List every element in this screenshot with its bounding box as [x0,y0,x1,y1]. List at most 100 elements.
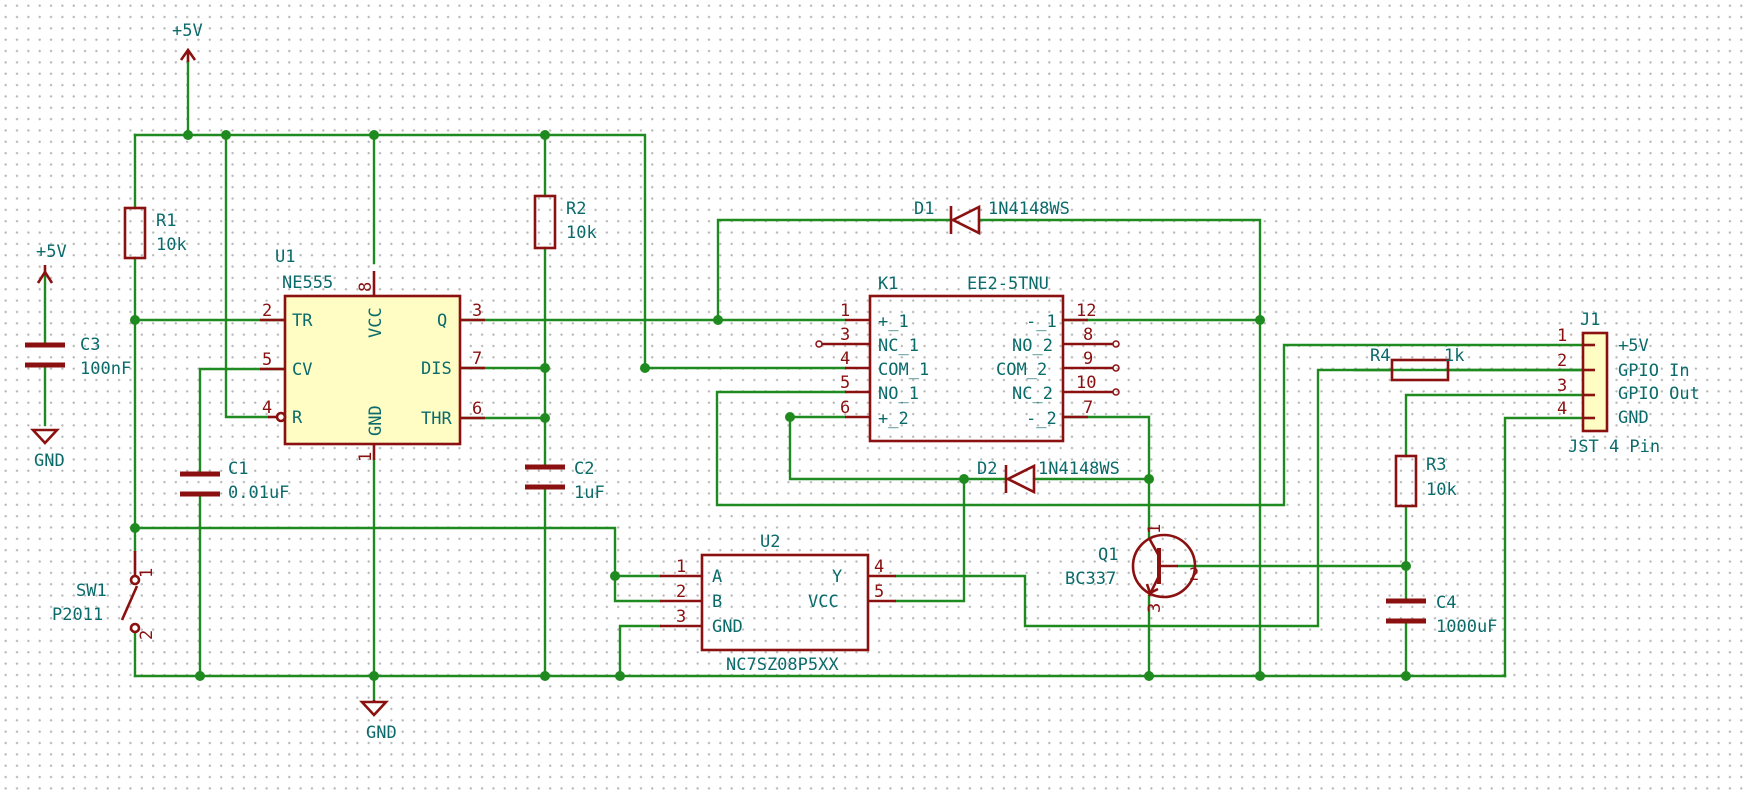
vcc-symbol-left: +5V [36,242,67,284]
ic-u2-and-gate[interactable]: U2 NC7SZ08P5XX A B GND Y VCC 1 2 3 4 5 [660,532,896,675]
svg-text:GND: GND [1618,408,1649,428]
wire-u2b [613,574,662,603]
svg-text:CV: CV [292,360,312,380]
wire-reset [224,133,270,419]
svg-text:5: 5 [262,350,272,370]
junction [540,130,550,140]
svg-text:8: 8 [356,282,376,292]
svg-text:-_2: -_2 [1026,409,1057,429]
svg-text:SW1: SW1 [76,581,107,601]
svg-text:U2: U2 [760,532,780,552]
wire-vcc-rail [133,133,847,370]
svg-text:C3: C3 [80,335,100,355]
connector-j1[interactable]: J1 JST 4 Pin 1 2 3 4 +5V GPIO In GPIO Ou… [1557,310,1700,457]
svg-text:1k: 1k [1444,346,1464,366]
svg-text:1000uF: 1000uF [1436,617,1497,637]
svg-text:3: 3 [1145,603,1165,613]
junction [1401,561,1411,571]
svg-text:3: 3 [840,325,850,345]
junction [1144,474,1154,484]
svg-text:+5V: +5V [172,21,203,41]
svg-text:10k: 10k [1426,480,1457,500]
junction [369,130,379,140]
svg-text:9: 9 [1083,349,1093,369]
svg-text:6: 6 [472,399,482,419]
svg-text:R3: R3 [1426,455,1446,475]
ic-u1-ne555[interactable]: U1 NE555 TR CV R Q DIS THR VCC GND 2 5 4… [260,247,485,462]
svg-text:BC337: BC337 [1065,569,1116,589]
svg-text:1: 1 [1557,326,1567,346]
svg-text:P2011: P2011 [52,605,103,625]
svg-text:NE555: NE555 [282,273,333,293]
resistor-r1[interactable]: R1 10k [123,206,187,260]
svg-text:C4: C4 [1436,593,1456,613]
svg-text:1N4148WS: 1N4148WS [1038,459,1120,479]
svg-text:Q: Q [437,311,447,331]
svg-text:GND: GND [712,617,743,637]
svg-text:NO_1: NO_1 [878,384,919,404]
diode-d1[interactable]: D1 1N4148WS [914,199,1070,236]
diode-d2[interactable]: D2 1N4148WS [977,459,1120,495]
svg-text:R1: R1 [156,211,176,231]
svg-text:2: 2 [1557,351,1567,371]
wire-d1-left [716,218,953,322]
svg-text:GND: GND [34,451,65,471]
svg-text:10: 10 [1076,373,1096,393]
relay-k1[interactable]: K1 EE2-5TNU +_1 NC_1 COM_1 NO_1 +_2 1 3 … [815,274,1120,443]
wire-plus2-d2 [788,415,1008,481]
wire-no1-to-j1 [715,343,1585,507]
junction [183,130,193,140]
wire-gpio-out [1404,393,1585,458]
svg-text:5: 5 [840,373,850,393]
capacitor-c1[interactable]: C1 0.01uF [180,459,289,503]
svg-text:EE2-5TNU: EE2-5TNU [967,274,1049,294]
junction [195,671,205,681]
junction [130,523,140,533]
capacitor-c3[interactable]: C3 100nF [25,335,131,379]
svg-text:1: 1 [840,301,850,321]
junction [130,315,140,325]
svg-text:2: 2 [262,301,272,321]
svg-text:6: 6 [840,398,850,418]
svg-text:12: 12 [1076,301,1096,321]
junction [1255,671,1265,681]
svg-text:NC_1: NC_1 [878,336,919,356]
svg-text:10k: 10k [566,223,597,243]
resistor-r4[interactable]: R4 1k [1370,346,1464,382]
capacitor-c2[interactable]: C2 1uF [525,459,605,503]
svg-text:1: 1 [137,568,157,578]
transistor-q1[interactable]: Q1 BC337 1 2 3 [1065,524,1199,613]
svg-text:4: 4 [262,398,272,418]
wire-j1-gnd [1503,416,1585,678]
wire-minus2 [1061,415,1151,540]
switch-sw1[interactable]: SW1 P2011 1 2 [52,551,157,640]
svg-text:K1: K1 [878,274,898,294]
svg-text:7: 7 [472,349,482,369]
svg-text:3: 3 [676,607,686,627]
svg-text:4: 4 [840,349,850,369]
resistor-r3[interactable]: R3 10k [1394,454,1457,508]
junction [1144,671,1154,681]
wire-d1-right [977,218,1262,678]
svg-text:GND: GND [366,723,397,743]
svg-text:7: 7 [1083,398,1093,418]
junction [1255,315,1265,325]
svg-text:NC_2: NC_2 [1012,384,1053,404]
svg-text:VCC: VCC [366,307,386,338]
svg-text:3: 3 [1557,376,1567,396]
capacitor-c4[interactable]: C4 1000uF [1386,593,1497,637]
svg-text:8: 8 [1083,325,1093,345]
svg-text:+_2: +_2 [878,409,909,429]
svg-text:DIS: DIS [421,359,452,379]
svg-text:3: 3 [472,301,482,321]
svg-text:GPIO In: GPIO In [1618,361,1690,381]
resistor-r2[interactable]: R2 10k [533,194,597,250]
svg-text:Q1: Q1 [1098,545,1118,565]
junctions [130,130,1411,681]
junction [640,363,650,373]
junction [369,671,379,681]
svg-text:4: 4 [1557,399,1567,419]
svg-text:+5V: +5V [1618,336,1649,356]
svg-text:+5V: +5V [36,242,67,262]
